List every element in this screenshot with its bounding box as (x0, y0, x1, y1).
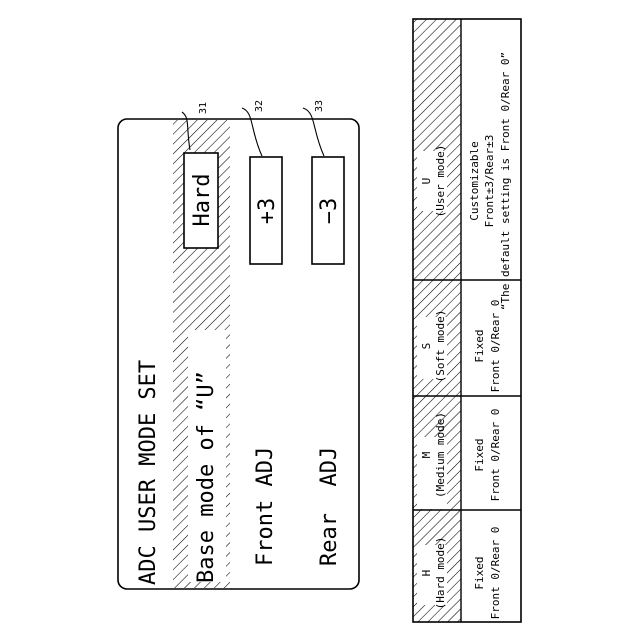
screen-title: ADC USER MODE SET (136, 360, 161, 585)
mode-s-desc-2: Front 0/Rear 0 (489, 300, 502, 393)
mode-h-name: (Hard mode) (434, 537, 447, 610)
mode-table: H (Hard mode) Fixed Front 0/Rear 0 M (Me… (413, 19, 521, 622)
front-adj-value: +3 (255, 198, 280, 225)
callout-33-leader (303, 108, 324, 156)
mode-u-desc-2: Front±3/Rear±3 (483, 135, 496, 228)
callout-32-leader (242, 108, 262, 156)
mode-u-desc-1: Customizable (468, 141, 481, 220)
callout-33: 33 (314, 100, 325, 112)
callout-31: 31 (198, 102, 209, 114)
front-adj-label: Front ADJ (253, 447, 278, 566)
mode-m-desc-1: Fixed (473, 438, 486, 471)
mode-s-name: (Soft mode) (434, 310, 447, 383)
mode-u-letter: U (420, 178, 433, 185)
mode-u-desc-3: “The default setting is Front 0/Rear 0” (499, 52, 512, 310)
mode-s-desc-1: Fixed (473, 329, 486, 362)
rear-adj-label: Rear ADJ (317, 447, 342, 566)
adc-user-mode-screen: ADC USER MODE SET Base mode of “U” Hard … (118, 100, 359, 589)
base-mode-label: Base mode of “U” (194, 371, 219, 583)
base-mode-value: Hard (190, 174, 215, 227)
mode-m-letter: M (420, 451, 433, 458)
mode-h-desc-1: Fixed (473, 556, 486, 589)
rear-adj-value: −3 (317, 198, 342, 225)
mode-u-name: (User mode) (434, 145, 447, 218)
mode-h-desc-2: Front 0/Rear 0 (489, 527, 502, 620)
mode-m-name: (Medium mode) (434, 412, 447, 498)
mode-s-letter: S (420, 343, 433, 350)
callout-32: 32 (254, 100, 265, 112)
mode-m-desc-2: Front 0/Rear 0 (489, 409, 502, 502)
mode-h-letter: H (420, 570, 433, 577)
